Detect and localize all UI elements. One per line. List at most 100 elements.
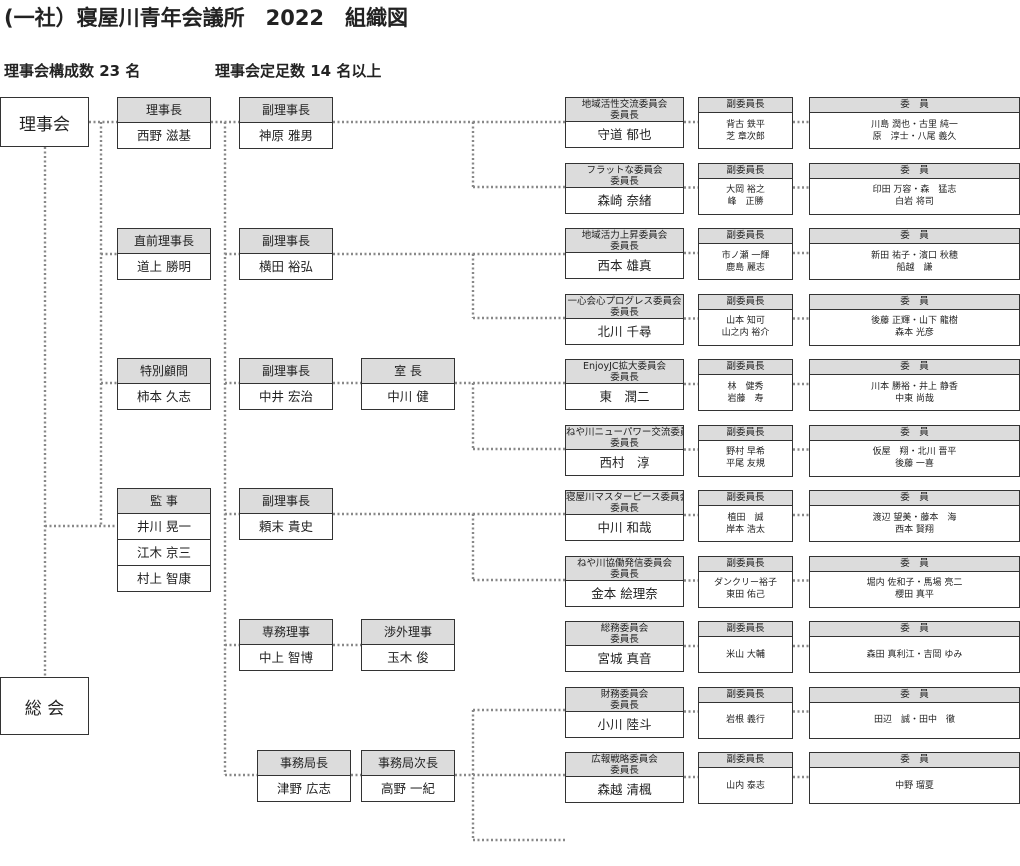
member-names: 川島 潤也・古里 純一原 淳士・八尾 義久 xyxy=(810,113,1019,148)
executive-director-box: 専務理事 中上 智博 xyxy=(239,619,333,671)
member-name: 中野 瑠夏 xyxy=(895,780,934,791)
committee-box: 広報戦略委員会委員長森越 清楓 xyxy=(565,752,684,803)
vice-chair-label: 副委員長 xyxy=(699,491,792,506)
member-names: 田辺 誠・田中 徹 xyxy=(810,703,1019,738)
vice-chair-names: 山本 知可山之内 裕介 xyxy=(699,310,792,345)
member-name: 原 淳士・八尾 義久 xyxy=(872,131,957,142)
vice-chair-name: 山之内 裕介 xyxy=(721,328,770,338)
external-director-box: 渉外理事 玉木 俊 xyxy=(361,619,455,671)
vice-chair-box: 副委員長岩根 義行 xyxy=(698,686,793,739)
committee-header: ねや川協働発信委員会委員長 xyxy=(566,556,683,581)
vice-chair-names: 米山 大輔 xyxy=(699,637,792,672)
members-box: 委 員川本 勝裕・井上 静香中東 尚哉 xyxy=(809,359,1020,411)
auditors-box: 監 事 井川 晃一 江木 京三 村上 智康 xyxy=(117,488,211,592)
members-label: 委 員 xyxy=(810,229,1019,244)
vp-title: 副理事長 xyxy=(240,489,332,514)
vice-chair-name: 大岡 裕之 xyxy=(726,185,765,195)
committee-box: 寝屋川マスターピース委員会委員長中川 和哉 xyxy=(565,490,684,541)
vice-chair-label: 副委員長 xyxy=(699,163,792,179)
members-label: 委 員 xyxy=(810,753,1019,768)
chair-label: 委員長 xyxy=(610,306,639,318)
member-name: 後藤 正輝・山下 龍樹 xyxy=(871,316,958,326)
member-names: 渡辺 望美・藤本 海西本 賢翔 xyxy=(810,506,1019,541)
member-names: 堀内 佐和子・馬場 亮二櫻田 真平 xyxy=(810,572,1019,607)
chair-label: 委員長 xyxy=(610,437,639,449)
vice-chair-name: 山内 泰志 xyxy=(726,780,765,791)
vp-title: 副理事長 xyxy=(240,359,332,384)
committee-chair-name: 金本 絵理奈 xyxy=(591,585,658,601)
committee-box: EnjoyJC拡大委員会委員長東 潤二 xyxy=(565,359,684,410)
deputy-secretary-name: 高野 一紀 xyxy=(381,781,435,796)
vice-chair-names: 大岡 裕之峰 正勝 xyxy=(699,179,792,214)
deputy-secretary-title: 事務局次長 xyxy=(362,751,454,776)
vice-chair-name: 峰 正勝 xyxy=(727,197,764,207)
vp-box: 副理事長 神原 雅男 xyxy=(239,97,333,149)
vice-chair-name: 東田 佑己 xyxy=(726,590,765,600)
vice-chair-box: 副委員長山本 知可山之内 裕介 xyxy=(698,293,793,346)
vp-name: 中井 宏治 xyxy=(259,389,313,404)
member-name: 川島 潤也・古里 純一 xyxy=(871,119,958,130)
chair-label: 委員長 xyxy=(610,241,639,252)
members-label: 委 員 xyxy=(810,98,1019,113)
member-name: 印田 万容・森 猛志 xyxy=(872,185,957,195)
vice-chair-box: 副委員長米山 大輔 xyxy=(698,621,793,673)
president-title: 理事長 xyxy=(118,98,210,123)
vice-chair-names: 林 健秀岩藤 寿 xyxy=(699,375,792,410)
past-president-name: 道上 勝明 xyxy=(137,259,191,274)
past-president-title: 直前理事長 xyxy=(118,229,210,254)
secretary-general-box: 事務局長 津野 広志 xyxy=(257,750,351,802)
vice-chair-box: 副委員長植田 誠岸本 浩太 xyxy=(698,490,793,542)
committee-name: EnjoyJC拡大委員会 xyxy=(582,361,667,372)
secretary-general-name: 津野 広志 xyxy=(277,781,331,796)
member-name: 堀内 佐和子・馬場 亮二 xyxy=(866,578,963,588)
members-box: 委 員中野 瑠夏 xyxy=(809,752,1020,804)
members-box: 委 員新田 祐子・濱口 秋穂船越 謙 xyxy=(809,228,1020,280)
members-box: 委 員渡辺 望美・藤本 海西本 賢翔 xyxy=(809,490,1020,542)
vice-chair-names: 植田 誠岸本 浩太 xyxy=(699,506,792,541)
committee-chair-name: 北川 千尋 xyxy=(597,323,652,339)
vice-chair-name: 野村 早希 xyxy=(726,447,765,457)
vice-chair-box: 副委員長市ノ瀬 一輝鹿島 麗志 xyxy=(698,228,793,280)
committee-chair-name: 中川 和哉 xyxy=(597,520,652,535)
vice-chair-label: 副委員長 xyxy=(699,360,792,375)
members-box: 委 員堀内 佐和子・馬場 亮二櫻田 真平 xyxy=(809,555,1020,608)
auditors-title: 監 事 xyxy=(118,489,210,514)
chair-label: 委員長 xyxy=(610,765,639,776)
vice-chair-names: 野村 早希平尾 友規 xyxy=(699,441,792,476)
vice-chair-label: 副委員長 xyxy=(699,753,792,768)
vice-chair-name: 背古 鉄平 xyxy=(726,119,765,130)
committee-box: フラットな委員会委員長森崎 奈緒 xyxy=(565,162,684,214)
vp-box: 副理事長 横田 裕弘 xyxy=(239,228,333,280)
committee-chair-name: 守道 郁也 xyxy=(597,127,652,142)
committee-box: 一心会心プログレス委員会委員長北川 千尋 xyxy=(565,293,684,345)
vice-chair-label: 副委員長 xyxy=(699,229,792,244)
member-name: 川本 勝裕・井上 静香 xyxy=(871,381,958,392)
vice-chair-name: ダンクリー裕子 xyxy=(713,578,777,588)
committee-name: 総務委員会 xyxy=(600,623,649,634)
member-name: 船越 謙 xyxy=(896,262,933,273)
connector-vp2-committees xyxy=(333,252,565,320)
president-name: 西野 滋基 xyxy=(137,128,191,143)
committee-name: 地域活力上昇委員会 xyxy=(581,230,668,241)
vice-chair-name: 岩根 義行 xyxy=(726,715,765,725)
executive-director-name: 中上 智博 xyxy=(259,650,313,665)
member-names: 森田 真利江・吉岡 ゆみ xyxy=(810,637,1019,672)
members-label: 委 員 xyxy=(810,556,1019,572)
members-label: 委 員 xyxy=(810,163,1019,179)
committee-box: 地域活力上昇委員会委員長西本 雄真 xyxy=(565,228,684,279)
member-name: 新田 祐子・濱口 秋穂 xyxy=(871,250,958,261)
secretary-general-title: 事務局長 xyxy=(258,751,350,776)
advisor-title: 特別顧問 xyxy=(118,359,210,384)
connector-vp1-committees xyxy=(333,120,565,189)
members-box: 委 員森田 真利江・吉岡 ゆみ xyxy=(809,621,1020,673)
vice-chair-name: 岩藤 寿 xyxy=(727,393,764,404)
member-names: 新田 祐子・濱口 秋穂船越 謙 xyxy=(810,244,1019,279)
vice-chair-name: 市ノ瀬 一輝 xyxy=(721,250,770,261)
vice-chair-names: ダンクリー裕子東田 佑己 xyxy=(699,572,792,607)
chair-label: 委員長 xyxy=(610,503,639,514)
members-box: 委 員田辺 誠・田中 徹 xyxy=(809,686,1020,739)
member-name: 渡辺 望美・藤本 海 xyxy=(872,512,957,523)
vp-title: 副理事長 xyxy=(240,98,332,123)
deputy-secretary-box: 事務局次長 高野 一紀 xyxy=(361,750,455,802)
connector-vp4-committees xyxy=(333,512,565,582)
